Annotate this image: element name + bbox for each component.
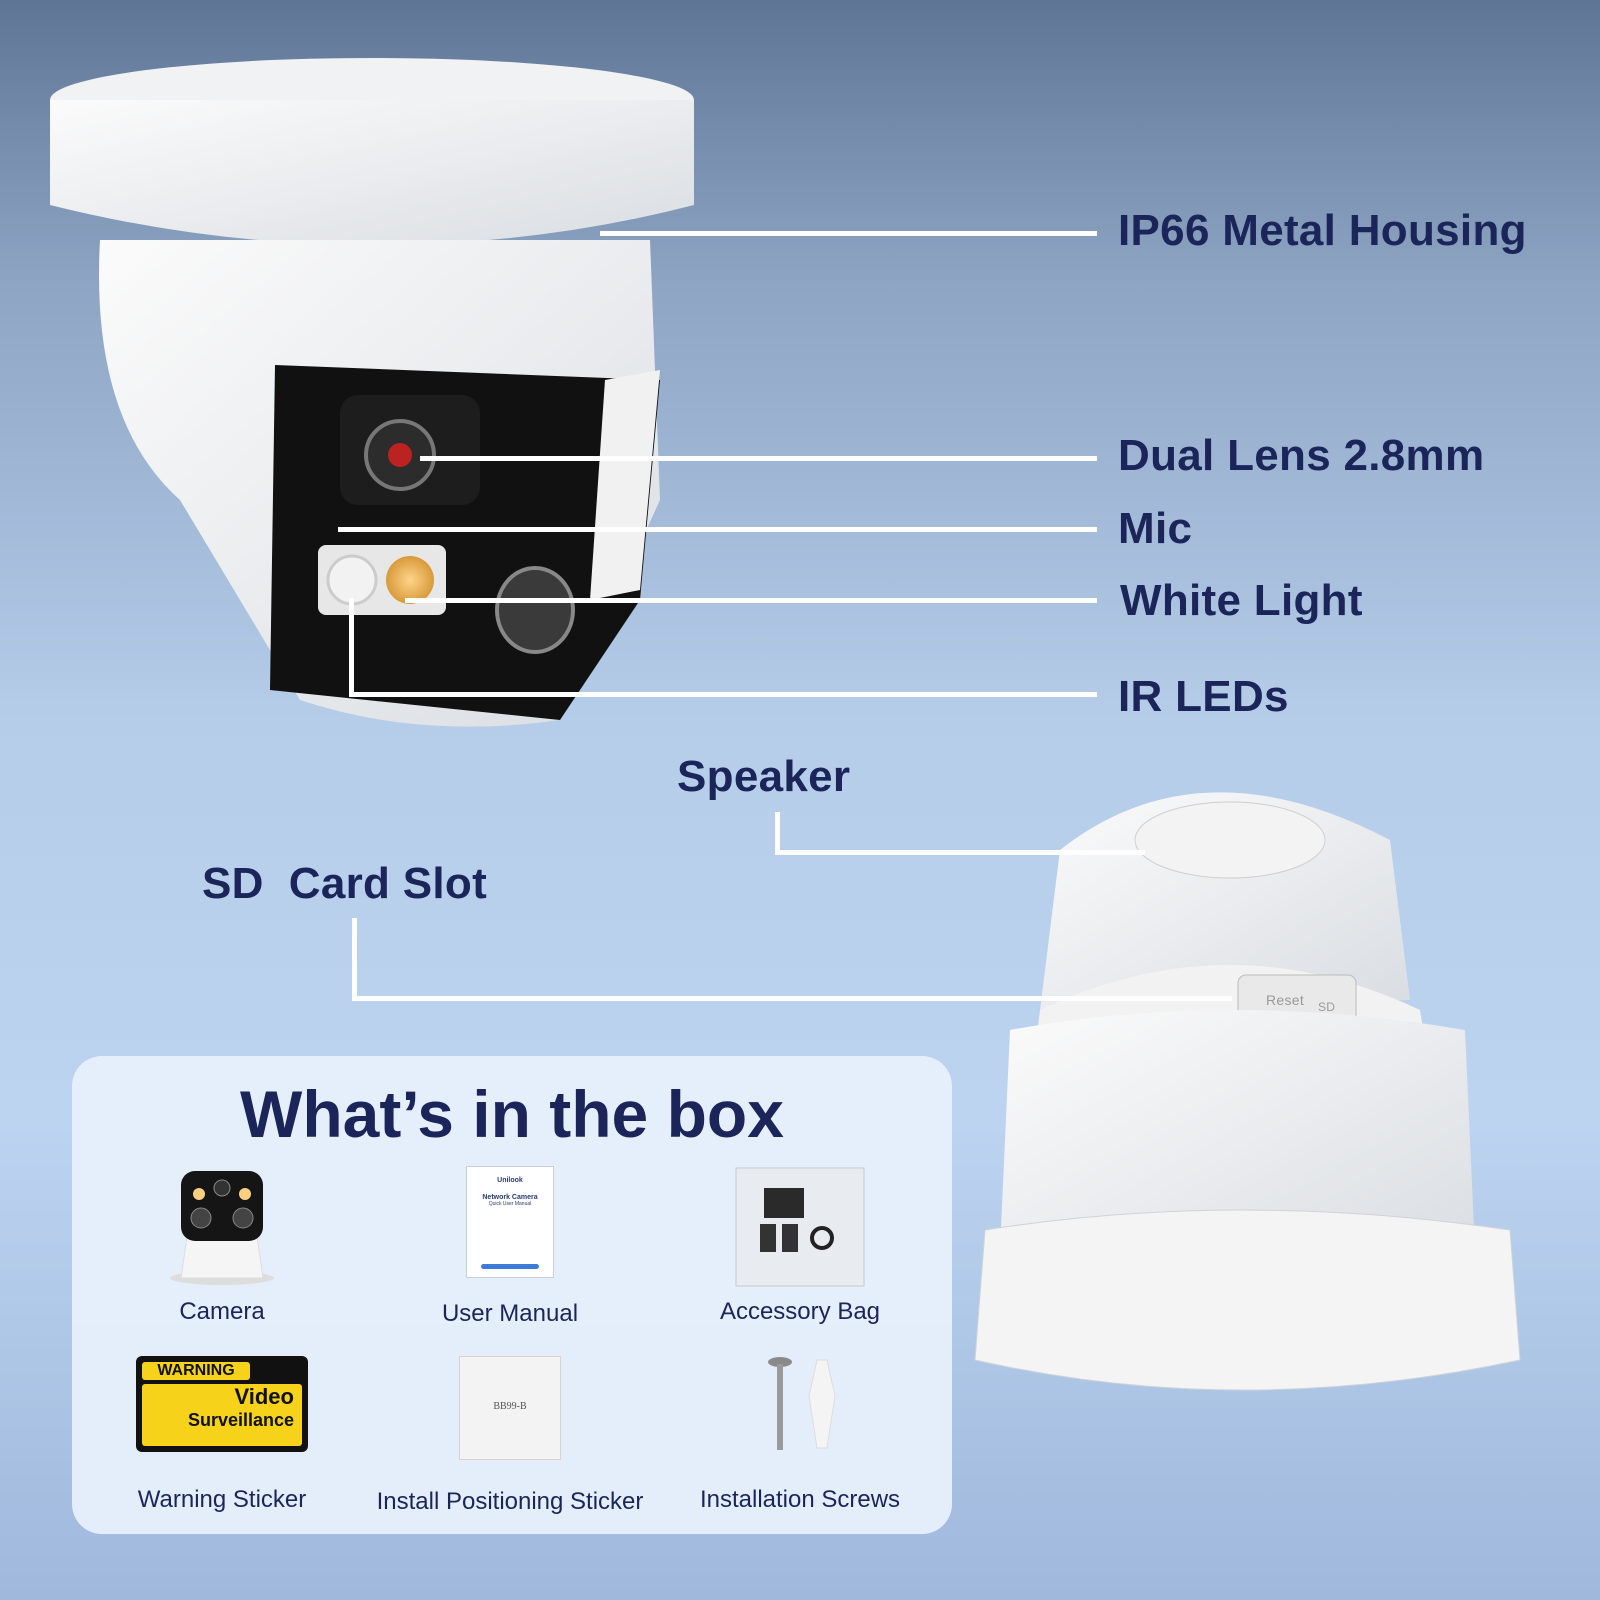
- box-item-installation-screws: Installation Screws: [660, 1356, 940, 1514]
- box-item-label: Install Positioning Sticker: [376, 1488, 644, 1515]
- manual-icon: Unilook Network Camera Quick User Manual: [466, 1166, 554, 1278]
- manual-title: Network Camera: [482, 1194, 538, 1201]
- housing-callout-line: [600, 231, 1097, 236]
- speaker-label: Speaker: [677, 752, 851, 801]
- white-light-callout-line: [405, 598, 1097, 603]
- warning-line2: Surveillance: [187, 1410, 294, 1430]
- ir-callout-line-v: [349, 598, 354, 696]
- reset-label: Reset: [1266, 992, 1305, 1008]
- box-item-label: Warning Sticker: [137, 1486, 307, 1513]
- camera-icon: [170, 1171, 274, 1285]
- rear-camera-image: [974, 792, 1521, 1391]
- box-item-positioning-sticker: BB99-B Install Positioning Sticker: [370, 1356, 650, 1516]
- box-title: What’s in the box: [240, 1077, 784, 1151]
- manual-subtitle: Quick User Manual: [488, 1201, 532, 1207]
- manual-brand: Unilook: [497, 1177, 523, 1184]
- ir-leds-label: IR LEDs: [1118, 672, 1289, 721]
- ir-callout-line-h: [349, 692, 1097, 697]
- mic-label: Mic: [1118, 504, 1193, 553]
- front-camera-image: [50, 58, 694, 727]
- positioning-code: BB99-B: [493, 1401, 527, 1412]
- box-item-label: Installation Screws: [699, 1486, 901, 1513]
- sd-callout-line-v: [352, 918, 357, 1000]
- screws-icon: [768, 1357, 836, 1450]
- speaker-callout-line-h: [775, 850, 1145, 855]
- sd-card-slot-label: SD Card Slot: [202, 859, 488, 908]
- box-item-warning-sticker: WARNING Video Surveillance Warning Stick…: [82, 1356, 362, 1514]
- sd-label: SD: [1318, 1000, 1336, 1014]
- lens-label: Dual Lens 2.8mm: [1118, 431, 1485, 480]
- box-item-accessory-bag: Accessory Bag: [660, 1166, 940, 1326]
- positioning-sticker-icon: BB99-B: [459, 1356, 561, 1460]
- warning-header: WARNING: [142, 1362, 250, 1380]
- warning-line1: Video: [234, 1384, 294, 1409]
- white-light-label: White Light: [1120, 576, 1363, 625]
- warning-sticker-icon: WARNING Video Surveillance: [136, 1356, 308, 1452]
- mic-callout-line: [338, 527, 1097, 532]
- whats-in-the-box-panel: What’s in the box Camera Unilook Network…: [72, 1056, 952, 1534]
- sd-callout-line-h: [352, 996, 1232, 1001]
- box-item-user-manual: Unilook Network Camera Quick User Manual…: [370, 1166, 650, 1328]
- lens-callout-line: [420, 456, 1097, 461]
- speaker-callout-line-v: [775, 812, 780, 853]
- housing-label: IP66 Metal Housing: [1118, 206, 1527, 255]
- accessory-bag-icon: [735, 1167, 865, 1287]
- box-item-label: Accessory Bag: [719, 1298, 881, 1325]
- box-item-camera: Camera: [82, 1166, 362, 1326]
- box-item-label: Camera: [179, 1298, 265, 1325]
- box-item-label: User Manual: [441, 1300, 579, 1327]
